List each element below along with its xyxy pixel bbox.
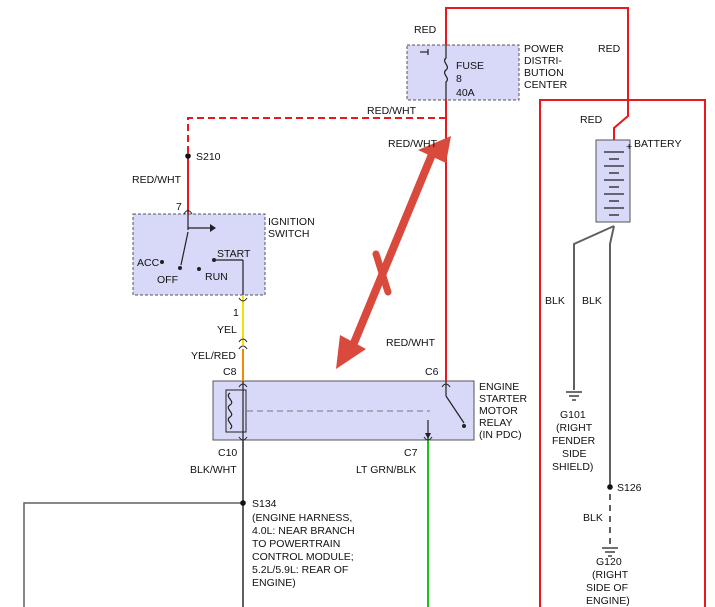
pdc-label-line1: POWER — [524, 43, 564, 55]
power-distribution-center-box — [406, 44, 520, 101]
label-c10: C10 — [218, 447, 237, 459]
battery-plus-sign: + — [626, 141, 632, 153]
label-red-fuse: RED — [414, 24, 437, 36]
g120-label-line1: G120 — [596, 556, 622, 568]
label-red-wht-2: RED/WHT — [388, 138, 438, 150]
s210-splice-dot — [185, 153, 191, 159]
s134-splice-dot — [240, 500, 246, 506]
label-run: RUN — [205, 271, 228, 283]
label-s210: S210 — [196, 151, 221, 163]
label-red-right-top: RED — [598, 43, 621, 55]
relay-switch-contact-symbol — [425, 381, 466, 440]
red-wire-to-right-edge — [539, 99, 706, 607]
fuse-label-line1: FUSE — [456, 60, 484, 72]
g101-label-line2: (RIGHT — [556, 422, 593, 434]
label-start: START — [217, 248, 251, 260]
g101-label-line1: G101 — [560, 409, 586, 421]
label-blk-s126: BLK — [583, 512, 603, 524]
relay-label-line2: STARTER — [479, 393, 527, 405]
double-headed-arrow — [336, 136, 451, 369]
blk-wire-to-g101 — [573, 225, 615, 390]
ignition-label-line2: SWITCH — [268, 228, 309, 240]
s134-desc-line6: ENGINE) — [252, 577, 296, 589]
label-yel-red: YEL/RED — [191, 350, 236, 362]
pdc-label-line4: CENTER — [524, 79, 568, 91]
ground-symbol-g101 — [566, 391, 582, 401]
relay-label-line4: RELAY — [479, 417, 513, 429]
label-pin-7: 7 — [176, 201, 182, 213]
s134-desc-line2: 4.0L: NEAR BRANCH — [252, 525, 355, 537]
g101-label-line4: SIDE — [562, 448, 587, 460]
label-pin-1: 1 — [233, 307, 239, 319]
g101-label-line3: FENDER — [552, 435, 596, 447]
label-red-wht-4: RED/WHT — [386, 337, 436, 349]
fuse-symbol — [420, 45, 449, 100]
s134-desc-line4: CONTROL MODULE; — [252, 551, 354, 563]
label-blk-left: BLK — [545, 295, 565, 307]
fuse-label-line2: 8 — [456, 73, 462, 85]
relay-label-line3: MOTOR — [479, 405, 518, 417]
label-red-wht-3: RED/WHT — [132, 174, 182, 186]
label-red-battery: RED — [580, 114, 603, 126]
pdc-label-line2: DISTRI- — [524, 55, 562, 67]
label-battery: BATTERY — [634, 138, 681, 150]
g120-label-line4: ENGINE) — [586, 595, 630, 607]
red-wire-fuse-to-battery — [445, 7, 629, 140]
starter-relay-box — [212, 380, 475, 441]
label-blk-wht: BLK/WHT — [190, 464, 237, 476]
label-c8: C8 — [223, 366, 237, 378]
g120-label-line3: SIDE OF — [586, 582, 628, 594]
switch-contact-symbol — [160, 214, 244, 295]
relay-label-line1: ENGINE — [479, 381, 519, 393]
label-s126: S126 — [617, 482, 642, 494]
label-acc: ACC — [137, 257, 160, 269]
blk-wire-to-s126 — [609, 225, 615, 486]
relay-coil-symbol — [225, 381, 430, 440]
label-yel: YEL — [217, 324, 237, 336]
ground-symbol-g120 — [602, 547, 618, 557]
label-c7: C7 — [404, 447, 418, 459]
g120-label-line2: (RIGHT — [592, 569, 629, 581]
red-wht-dashed-wire — [187, 117, 446, 155]
label-off: OFF — [157, 274, 178, 286]
s134-desc-line1: (ENGINE HARNESS, — [252, 512, 352, 524]
pdc-label-line3: BUTION — [524, 67, 564, 79]
s134-desc-line5: 5.2L/5.9L: REAR OF — [252, 564, 348, 576]
label-s134: S134 — [252, 498, 277, 510]
ignition-label-line1: IGNITION — [268, 216, 315, 228]
s134-desc-line3: TO POWERTRAIN — [252, 538, 340, 550]
s126-splice-dot — [607, 484, 613, 490]
relay-label-line5: (IN PDC) — [479, 429, 522, 441]
g101-label-line5: SHIELD) — [552, 461, 593, 473]
label-c6: C6 — [425, 366, 439, 378]
label-lt-grn-blk: LT GRN/BLK — [356, 464, 416, 476]
fuse-label-line3: 40A — [456, 87, 475, 99]
label-blk-right: BLK — [582, 295, 602, 307]
battery-symbol — [604, 151, 624, 216]
label-red-wht-1: RED/WHT — [367, 105, 417, 117]
s134-branch-wire — [23, 502, 243, 607]
connector-marks — [183, 210, 451, 441]
